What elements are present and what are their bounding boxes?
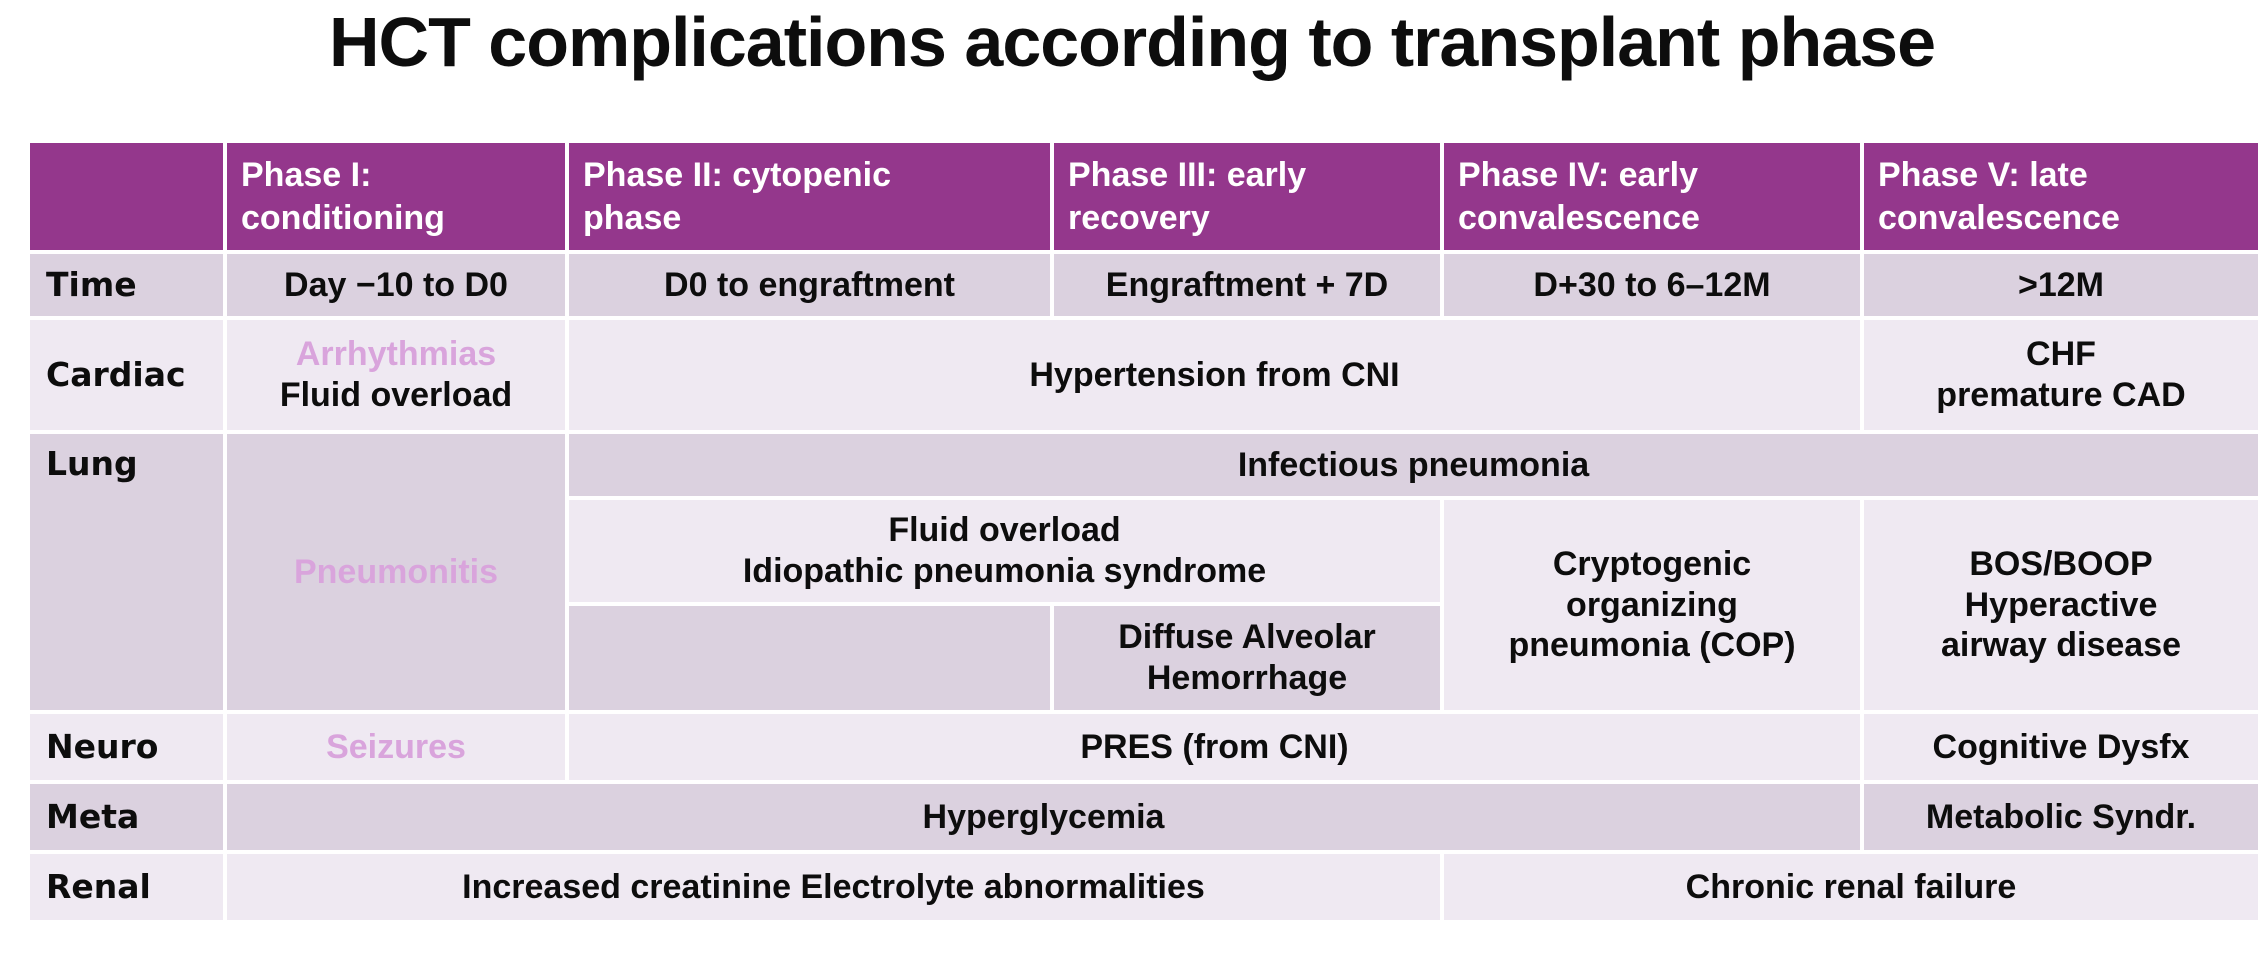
header-phase-5: Phase V: late convalescence bbox=[1864, 143, 2258, 250]
cardiac-arrhythmias-text: Arrhythmias bbox=[295, 335, 497, 374]
cardiac-phase-1-cell: Arrhythmias Fluid overload bbox=[227, 320, 565, 430]
lung-infectious-pneumonia-cell: Infectious pneumonia bbox=[569, 434, 2258, 496]
renal-chronic-failure-cell: Chronic renal failure bbox=[1444, 854, 2258, 920]
time-phase-2: D0 to engraftment bbox=[569, 254, 1050, 316]
row-label-lung: Lung bbox=[30, 434, 223, 710]
lung-pneumonitis-cell: Pneumonitis bbox=[227, 434, 565, 710]
header-corner-cell bbox=[30, 143, 223, 250]
lung-dah-cell: Diffuse Alveolar Hemorrhage bbox=[1054, 606, 1440, 710]
time-phase-3: Engraftment + 7D bbox=[1054, 254, 1440, 316]
neuro-cognitive-cell: Cognitive Dysfx bbox=[1864, 714, 2258, 780]
row-label-renal: Renal bbox=[30, 854, 223, 920]
time-phase-4: D+30 to 6–12M bbox=[1444, 254, 1860, 316]
neuro-seizures-cell: Seizures bbox=[227, 714, 565, 780]
cardiac-hypertension-cell: Hypertension from CNI bbox=[569, 320, 1860, 430]
meta-syndrome-cell: Metabolic Syndr. bbox=[1864, 784, 2258, 850]
header-phase-3: Phase III: early recovery bbox=[1054, 143, 1440, 250]
cardiac-fluid-overload-text: Fluid overload bbox=[279, 376, 513, 414]
time-phase-5: >12M bbox=[1864, 254, 2258, 316]
cardiac-phase-5-cell: CHF premature CAD bbox=[1864, 320, 2258, 430]
renal-creatinine-cell: Increased creatinine Electrolyte abnorma… bbox=[227, 854, 1440, 920]
row-label-time: Time bbox=[30, 254, 223, 316]
row-label-cardiac: Cardiac bbox=[30, 320, 223, 430]
row-label-meta: Meta bbox=[30, 784, 223, 850]
lung-empty-cell bbox=[569, 606, 1050, 710]
meta-hyperglycemia-cell: Hyperglycemia bbox=[227, 784, 1860, 850]
complications-table: Phase I: conditioning Phase II: cytopeni… bbox=[30, 143, 2258, 920]
lung-cop-cell: Cryptogenic organizing pneumonia (COP) bbox=[1444, 500, 1860, 710]
time-phase-1: Day −10 to D0 bbox=[227, 254, 565, 316]
lung-bos-cell: BOS/BOOP Hyperactive airway disease bbox=[1864, 500, 2258, 710]
neuro-pres-cell: PRES (from CNI) bbox=[569, 714, 1860, 780]
row-label-neuro: Neuro bbox=[30, 714, 223, 780]
lung-ips-cell: Fluid overload Idiopathic pneumonia synd… bbox=[569, 500, 1440, 602]
header-phase-2: Phase II: cytopenic phase bbox=[569, 143, 1050, 250]
page-title: HCT complications according to transplan… bbox=[328, 3, 1936, 81]
header-phase-1: Phase I: conditioning bbox=[227, 143, 565, 250]
header-phase-4: Phase IV: early convalescence bbox=[1444, 143, 1860, 250]
